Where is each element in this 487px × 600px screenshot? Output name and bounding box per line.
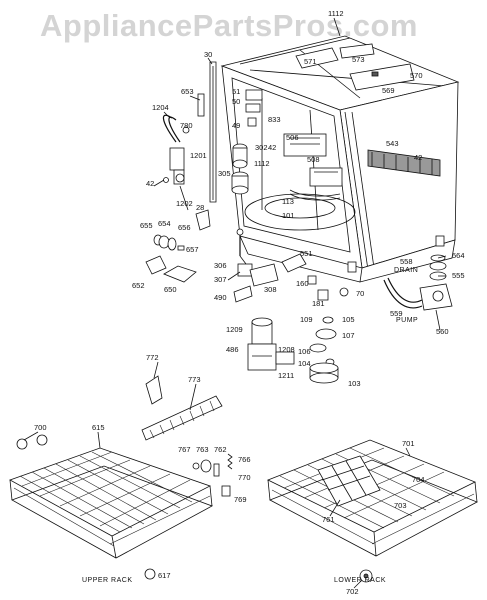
- label-570: 570: [410, 71, 423, 80]
- label-107: 107: [342, 331, 355, 340]
- label-615: 615: [92, 423, 105, 432]
- label-49: 49: [232, 121, 240, 130]
- label-106: 106: [298, 347, 311, 356]
- label-28: 28: [196, 203, 204, 212]
- label-559: 559: [390, 309, 403, 318]
- label-109: 109: [300, 315, 313, 324]
- label-762: 762: [214, 445, 227, 454]
- label-1201: 1201: [190, 151, 207, 160]
- label-104: 104: [298, 359, 311, 368]
- drain-pump-assembly: [383, 254, 453, 311]
- label-51: 51: [232, 87, 240, 96]
- label-1211: 1211: [278, 371, 294, 380]
- label-305: 305: [218, 169, 231, 178]
- label-307: 307: [214, 275, 227, 284]
- label-650: 650: [164, 285, 177, 294]
- label-770: 770: [238, 473, 251, 482]
- label-704: 704: [412, 475, 425, 484]
- label-555: 555: [452, 271, 465, 280]
- label-761: 761: [322, 515, 335, 524]
- label-780: 780: [180, 121, 193, 130]
- label-30: 30: [204, 50, 212, 59]
- label-42: 42: [146, 179, 154, 188]
- label-1112: 1112: [328, 9, 344, 18]
- label-766: 766: [238, 455, 251, 464]
- label-486: 486: [226, 345, 239, 354]
- spray-arm-hub: [309, 316, 339, 384]
- label-1208: 1208: [278, 345, 295, 354]
- label-656: 656: [178, 223, 191, 232]
- label-42b: 42: [268, 143, 276, 152]
- rack-accessories: [141, 375, 223, 441]
- watermark: AppliancePartsPros.com: [40, 8, 418, 43]
- lower-rack: [267, 439, 478, 583]
- small-fittings-left: [145, 209, 349, 303]
- label-113: 113: [282, 197, 294, 206]
- label-703: 703: [394, 501, 407, 510]
- label-302: 302: [255, 143, 268, 152]
- label-571: 571: [304, 57, 317, 66]
- label-101: 101: [282, 211, 295, 220]
- label-70: 70: [356, 289, 364, 298]
- label-306: 306: [214, 261, 227, 270]
- label-1112b: 1112: [254, 159, 270, 168]
- caption-upper-rack: UPPER RACK: [82, 577, 133, 584]
- label-702: 702: [346, 587, 359, 596]
- label-652: 652: [132, 281, 145, 290]
- label-543: 543: [386, 139, 399, 148]
- label-833: 833: [268, 115, 281, 124]
- label-181: 181: [312, 299, 325, 308]
- label-105: 105: [342, 315, 355, 324]
- label-560: 560: [436, 327, 449, 336]
- label-701: 701: [402, 439, 415, 448]
- label-655: 655: [140, 221, 153, 230]
- leader-lines: [23, 17, 447, 589]
- label-1202: 1202: [176, 199, 193, 208]
- inlet-valve-assembly: [162, 114, 190, 185]
- dishwasher-tub: [220, 35, 460, 283]
- label-654: 654: [158, 219, 171, 228]
- label-763: 763: [196, 445, 209, 454]
- label-564: 564: [452, 251, 465, 260]
- label-508: 508: [307, 155, 320, 164]
- upper-rack: [9, 434, 233, 580]
- caption-pump: PUMP: [396, 317, 418, 324]
- label-490: 490: [214, 293, 227, 302]
- label-653: 653: [181, 87, 194, 96]
- label-42c: 42: [414, 153, 422, 162]
- label-772: 772: [146, 353, 159, 362]
- label-50: 50: [232, 97, 240, 106]
- label-308: 308: [264, 285, 277, 294]
- label-569: 569: [382, 86, 395, 95]
- label-700: 700: [34, 423, 47, 432]
- label-769: 769: [234, 495, 247, 504]
- label-657: 657: [186, 245, 199, 254]
- label-573: 573: [352, 55, 365, 64]
- label-617: 617: [158, 571, 171, 580]
- label-1204: 1204: [152, 103, 169, 112]
- label-551: 551: [300, 249, 313, 258]
- label-160: 160: [296, 279, 309, 288]
- door-strip: [197, 61, 217, 203]
- caption-lower-rack: LOWER RACK: [334, 577, 386, 584]
- label-103: 103: [348, 379, 361, 388]
- caption-drain: DRAIN: [394, 267, 418, 274]
- label-773: 773: [188, 375, 201, 384]
- label-558: 558: [400, 257, 413, 266]
- label-767: 767: [178, 445, 191, 454]
- label-1209: 1209: [226, 325, 243, 334]
- part-labels: 1112 30 571 573 570 569 653 51 50 49 833…: [34, 9, 465, 596]
- label-506: 506: [286, 133, 299, 142]
- motor-assembly: [247, 317, 295, 371]
